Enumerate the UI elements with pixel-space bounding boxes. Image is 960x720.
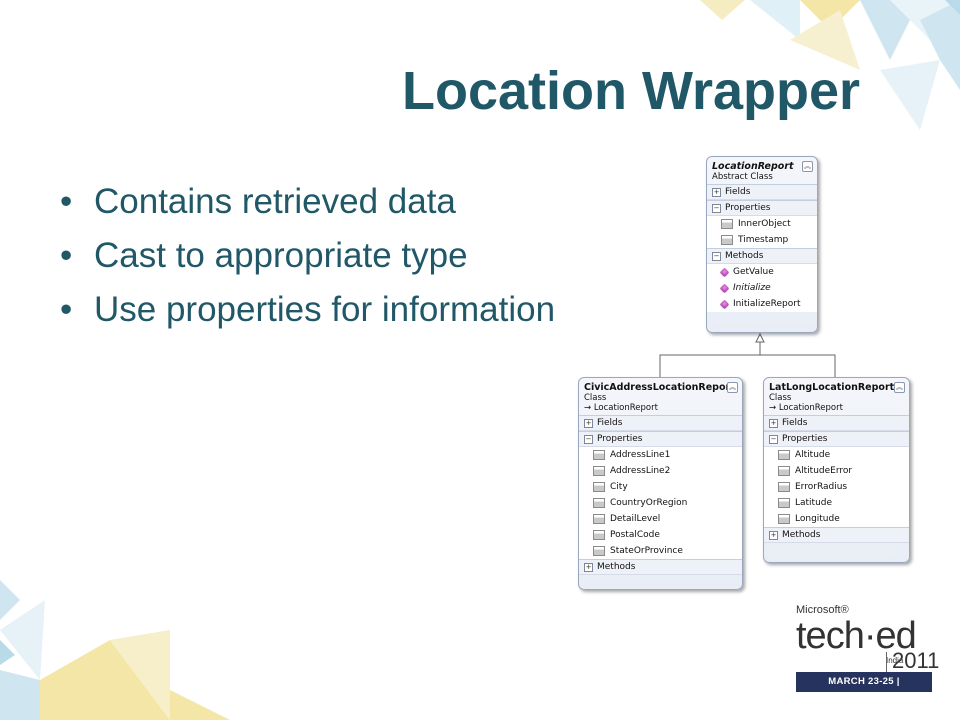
section-fields: +Fields <box>764 415 909 431</box>
class-kind: Abstract Class <box>712 172 773 182</box>
methods-header[interactable]: +Methods <box>579 560 742 575</box>
property-icon <box>778 482 790 492</box>
expand-plus-icon[interactable]: + <box>769 530 778 540</box>
property-item[interactable]: ErrorRadius <box>764 479 909 495</box>
collapse-minus-icon[interactable]: − <box>712 251 721 261</box>
property-item[interactable]: Altitude <box>764 447 909 463</box>
property-icon <box>778 514 790 524</box>
property-icon <box>593 482 605 492</box>
collapse-minus-icon[interactable]: − <box>584 434 593 444</box>
method-icon <box>719 267 730 277</box>
method-item[interactable]: InitializeReport <box>707 296 817 312</box>
property-icon <box>778 466 790 476</box>
class-box-civic-address-location-report[interactable]: CivicAddressLocationReport Class → Locat… <box>578 377 743 590</box>
class-header: LatLongLocationReport Class → LocationRe… <box>764 378 909 415</box>
property-icon <box>593 530 605 540</box>
collapse-chevron-icon[interactable]: ︽ <box>802 161 813 172</box>
property-icon <box>593 450 605 460</box>
property-item[interactable]: Timestamp <box>707 232 817 248</box>
property-item[interactable]: CountryOrRegion <box>579 495 742 511</box>
logo-region: India <box>886 656 904 665</box>
class-header: CivicAddressLocationReport Class → Locat… <box>579 378 742 415</box>
expand-plus-icon[interactable]: + <box>769 418 778 428</box>
logo-event: tech·ed <box>796 615 917 657</box>
section-methods: +Methods <box>764 527 909 543</box>
property-item[interactable]: AddressLine1 <box>579 447 742 463</box>
class-name: LatLongLocationReport <box>769 382 895 393</box>
logo-divider <box>886 652 887 676</box>
property-icon <box>778 450 790 460</box>
bullet-item: •Contains retrieved data <box>56 180 566 224</box>
collapse-minus-icon[interactable]: − <box>769 434 778 444</box>
property-item[interactable]: Longitude <box>764 511 909 527</box>
property-icon <box>721 219 733 229</box>
bullet-dot: • <box>60 290 73 329</box>
property-item[interactable]: AltitudeError <box>764 463 909 479</box>
logo-dates-banner: MARCH 23-25 | BANGALORE <box>796 672 932 707</box>
bullet-item: •Cast to appropriate type <box>56 234 566 278</box>
class-box-latlong-location-report[interactable]: LatLongLocationReport Class → LocationRe… <box>763 377 910 563</box>
bullet-dot: • <box>60 236 73 275</box>
property-item[interactable]: Latitude <box>764 495 909 511</box>
fields-header[interactable]: +Fields <box>764 416 909 431</box>
collapse-chevron-icon[interactable]: ︽ <box>727 382 738 393</box>
class-kind: Class <box>769 393 792 403</box>
method-item[interactable]: GetValue <box>707 264 817 280</box>
class-inherits: → LocationReport <box>584 403 658 413</box>
property-item[interactable]: InnerObject <box>707 216 817 232</box>
inheritance-connectors <box>659 332 836 378</box>
expand-plus-icon[interactable]: + <box>584 418 593 428</box>
fields-header[interactable]: +Fields <box>707 185 817 200</box>
class-inherits: → LocationReport <box>769 403 843 413</box>
decorative-shapes-top-right <box>700 0 960 130</box>
section-fields: +Fields <box>707 184 817 200</box>
section-fields: +Fields <box>579 415 742 431</box>
property-icon <box>721 235 733 245</box>
section-methods: −Methods GetValue Initialize InitializeR… <box>707 248 817 312</box>
properties-header[interactable]: −Properties <box>764 432 909 447</box>
collapse-minus-icon[interactable]: − <box>712 203 721 213</box>
slide-title: Location Wrapper <box>402 61 861 121</box>
property-item[interactable]: AddressLine2 <box>579 463 742 479</box>
expand-plus-icon[interactable]: + <box>584 562 593 572</box>
class-name: LocationReport <box>712 161 794 172</box>
property-icon <box>778 498 790 508</box>
bullet-item: •Use properties for information <box>56 288 566 332</box>
properties-header[interactable]: −Properties <box>579 432 742 447</box>
property-item[interactable]: DetailLevel <box>579 511 742 527</box>
fields-header[interactable]: +Fields <box>579 416 742 431</box>
logo-brand: Microsoft® <box>796 604 849 616</box>
section-methods: +Methods <box>579 559 742 575</box>
property-item[interactable]: StateOrProvince <box>579 543 742 559</box>
property-icon <box>593 466 605 476</box>
properties-header[interactable]: −Properties <box>707 201 817 216</box>
method-icon <box>719 299 730 309</box>
section-properties: −Properties AddressLine1 AddressLine2 Ci… <box>579 431 742 559</box>
logo-year: 2011 <box>892 648 940 673</box>
bullet-dot: • <box>60 182 73 221</box>
property-icon <box>593 514 605 524</box>
section-properties: −Properties Altitude AltitudeError Error… <box>764 431 909 527</box>
class-kind: Class <box>584 393 607 403</box>
property-item[interactable]: City <box>579 479 742 495</box>
method-icon <box>719 283 730 293</box>
teched-logo: Microsoft® tech·ed India 2011 MARCH 23-2… <box>796 604 939 707</box>
property-icon <box>593 498 605 508</box>
decorative-shapes-bottom-left <box>0 580 230 720</box>
methods-header[interactable]: −Methods <box>707 249 817 264</box>
method-item[interactable]: Initialize <box>707 280 817 296</box>
class-name: CivicAddressLocationReport <box>584 382 735 393</box>
class-header: LocationReport Abstract Class ︽ <box>707 157 817 184</box>
methods-header[interactable]: +Methods <box>764 528 909 543</box>
property-icon <box>593 546 605 556</box>
section-properties: −Properties InnerObject Timestamp <box>707 200 817 248</box>
expand-plus-icon[interactable]: + <box>712 187 721 197</box>
property-item[interactable]: PostalCode <box>579 527 742 543</box>
class-box-location-report[interactable]: LocationReport Abstract Class ︽ +Fields … <box>706 156 818 333</box>
collapse-chevron-icon[interactable]: ︽ <box>894 382 905 393</box>
bullet-list: •Contains retrieved data •Cast to approp… <box>56 180 566 342</box>
